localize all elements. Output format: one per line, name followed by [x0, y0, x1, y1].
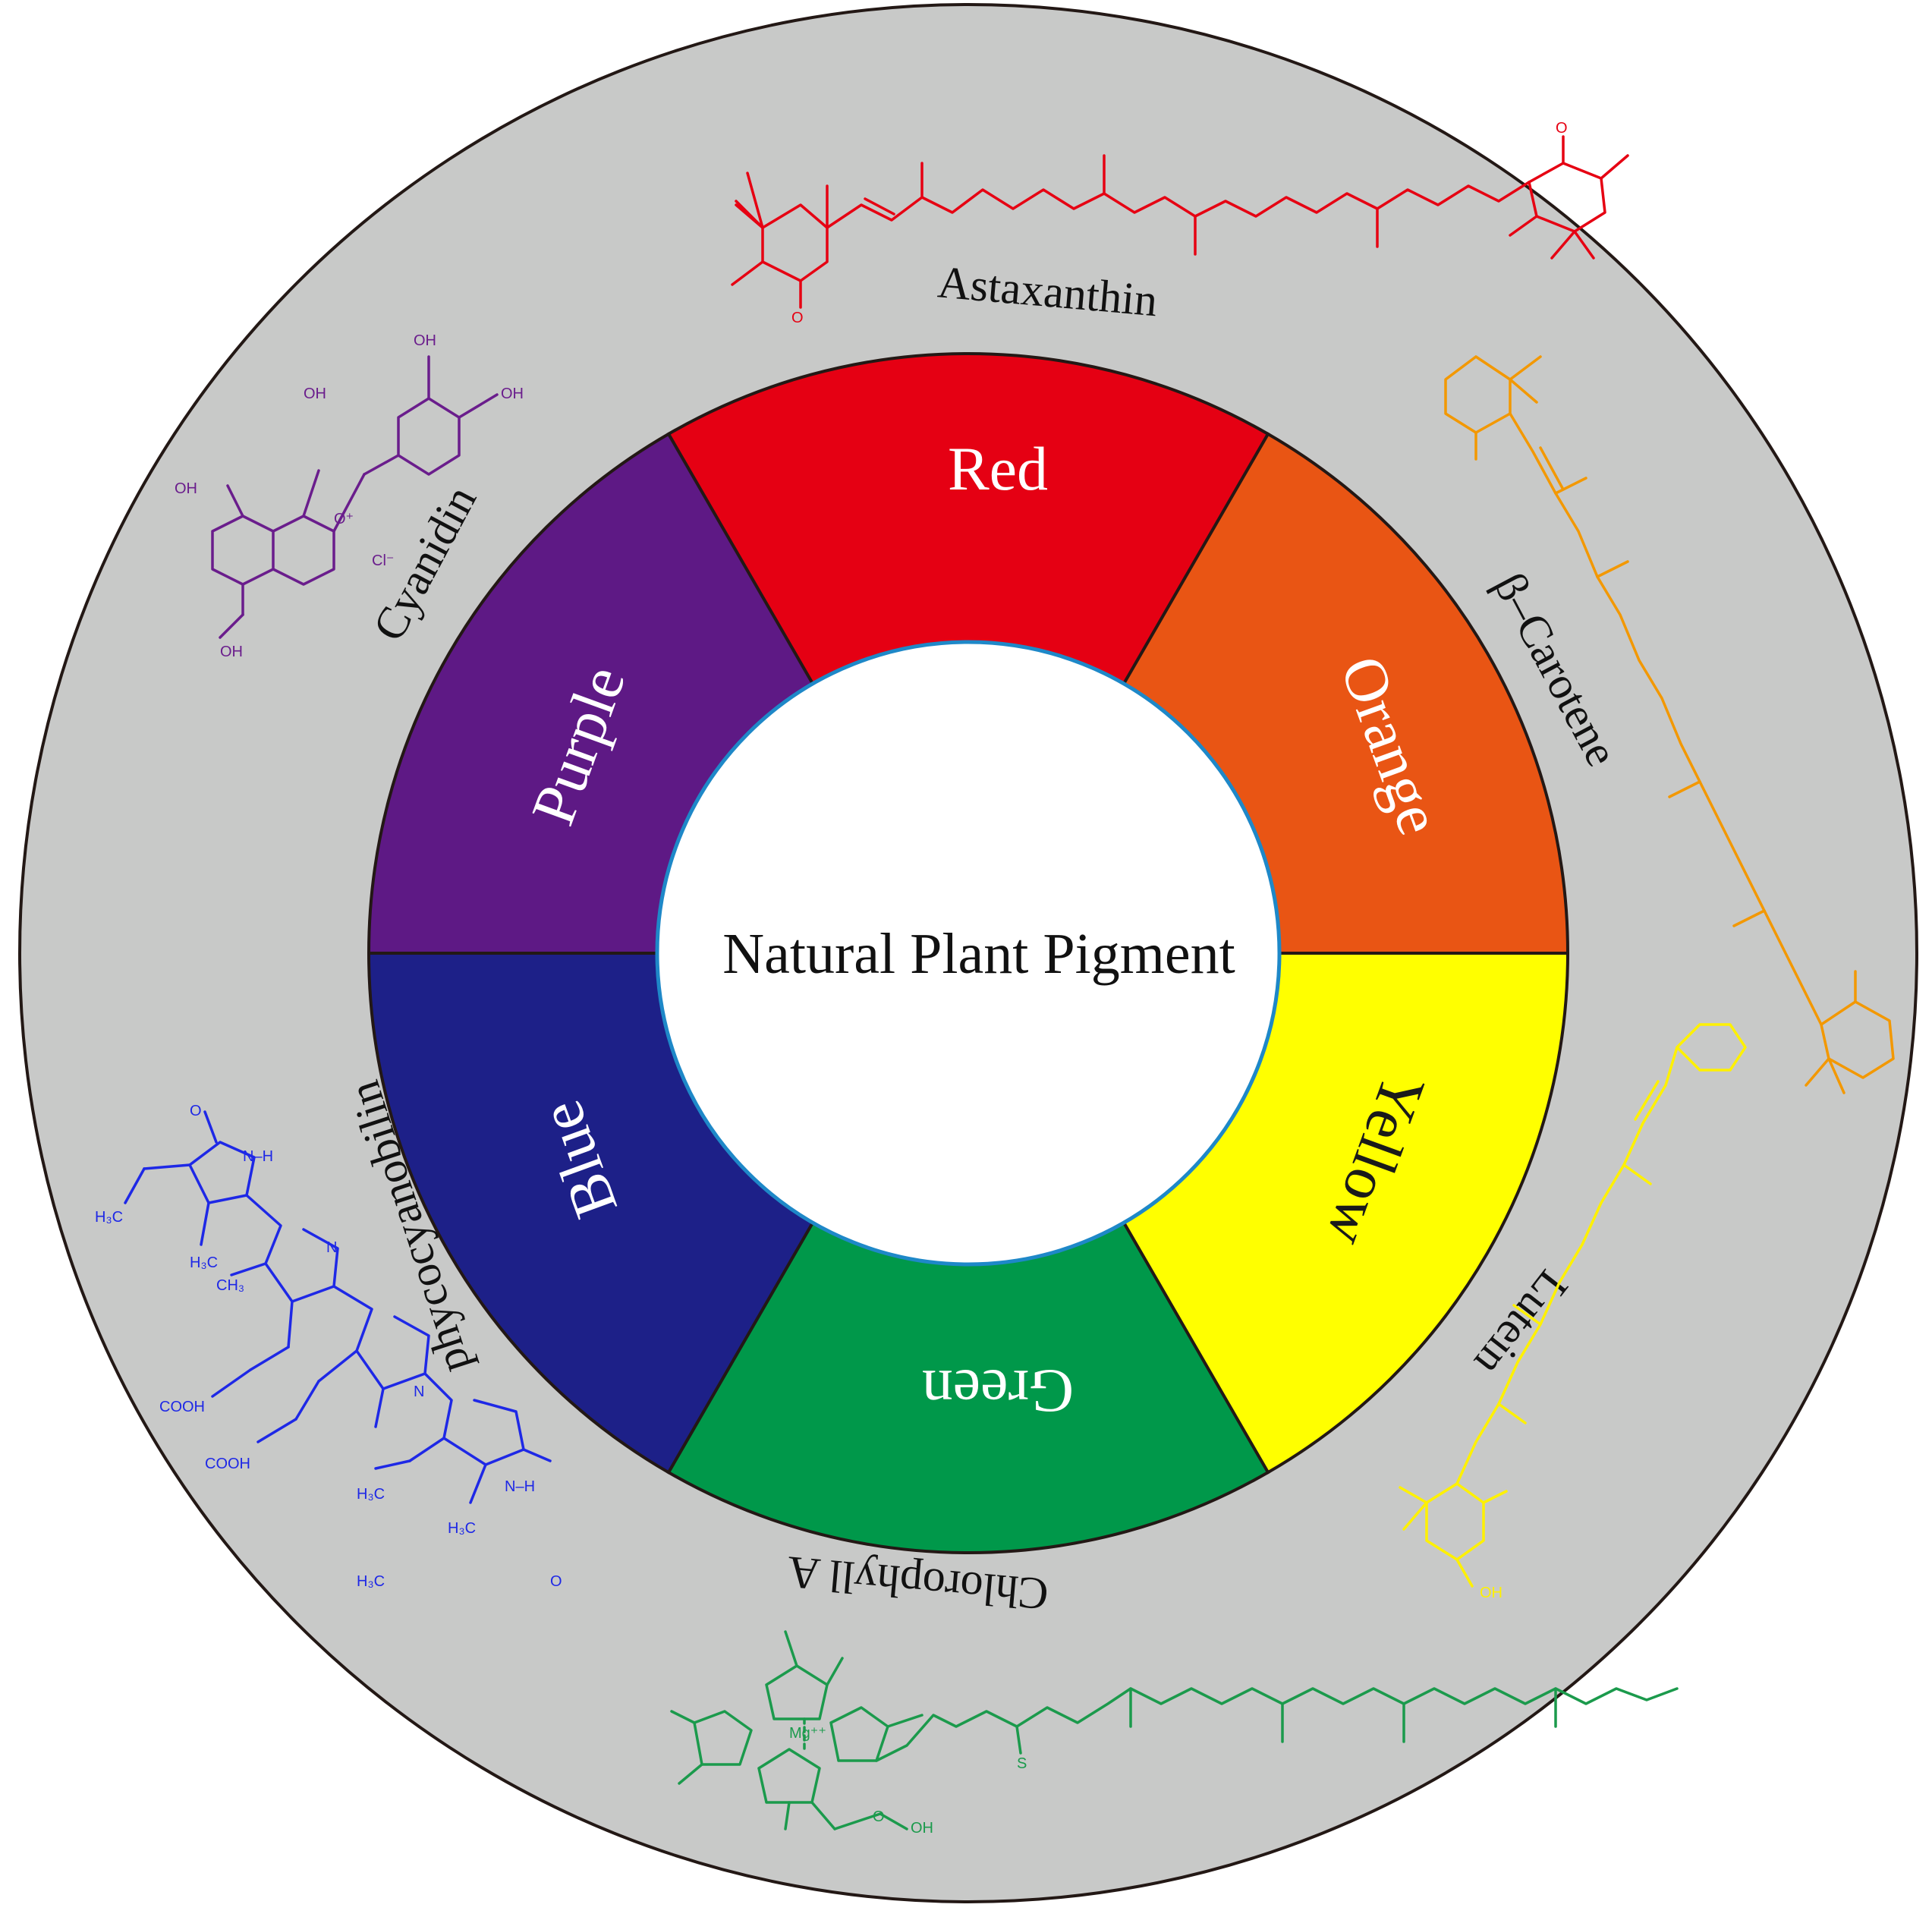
cyanidin-hydroxyl-4: OH [414, 332, 436, 349]
chlorophyll-a-structure [670, 1630, 1679, 1830]
chlorophyll-sulfur: S [1017, 1755, 1027, 1772]
cyanidin-hydroxyl-2: OH [220, 644, 243, 660]
cyanidin-hydroxyl-1: OH [175, 480, 197, 497]
lutein-hydroxyl: OH [1480, 1585, 1502, 1601]
phycocyanobilin-carboxyl-2: COOH [205, 1456, 250, 1472]
cyanidin-chloride: Cl⁻ [372, 552, 394, 569]
phycocyanobilin-ch3: CH₃ [216, 1277, 244, 1294]
chlorophyll-magnesium: Mg⁺⁺ [789, 1725, 826, 1742]
phycocyanobilin-methyl-2: H₃C [190, 1254, 218, 1271]
chlorophyll-ketone: O [873, 1808, 885, 1825]
phycocyanobilin-nitrogen-2: N [414, 1383, 424, 1400]
phycocyanobilin-ketone-2: O [550, 1573, 562, 1590]
phycocyanobilin-methyl-4: H₃C [357, 1573, 385, 1590]
cyanidin-hydroxyl-3: OH [304, 386, 326, 402]
phycocyanobilin-nh-2: N–H [505, 1478, 535, 1495]
phycocyanobilin-carboxyl-1: COOH [159, 1399, 205, 1415]
astaxanthin-structure [731, 135, 1629, 309]
beta-carotene-structure [1444, 355, 1895, 1094]
cyanidin-oxonium: O⁺ [334, 511, 354, 527]
phycocyanobilin-nitrogen-1: N [326, 1239, 337, 1256]
color-segments [367, 352, 1570, 1554]
cyanidin-structure [211, 355, 499, 639]
segment-label-green: Green [922, 1357, 1074, 1426]
chlorophyll-hydroxyl: OH [911, 1820, 933, 1837]
phycocyanobilin-methyl-1: H₃C [95, 1209, 123, 1226]
phycocyanobilin-nh-1: N–H [243, 1148, 273, 1165]
center-title: Natural Plant Pigment [722, 922, 1235, 986]
lutein-structure [1399, 1023, 1747, 1588]
segment-label-red: Red [948, 434, 1048, 503]
phycocyanobilin-ketone-1: O [190, 1103, 202, 1119]
phycocyanobilin-methyl-3: H₃C [357, 1486, 385, 1503]
cyanidin-hydroxyl-5: OH [501, 386, 524, 402]
astaxanthin-ketone-2: O [1556, 120, 1568, 137]
center-disc [655, 640, 1282, 1267]
astaxanthin-ketone-1: O [791, 310, 804, 326]
phycocyanobilin-structure [124, 1110, 552, 1504]
phycocyanobilin-methyl-5: H₃C [448, 1520, 476, 1537]
